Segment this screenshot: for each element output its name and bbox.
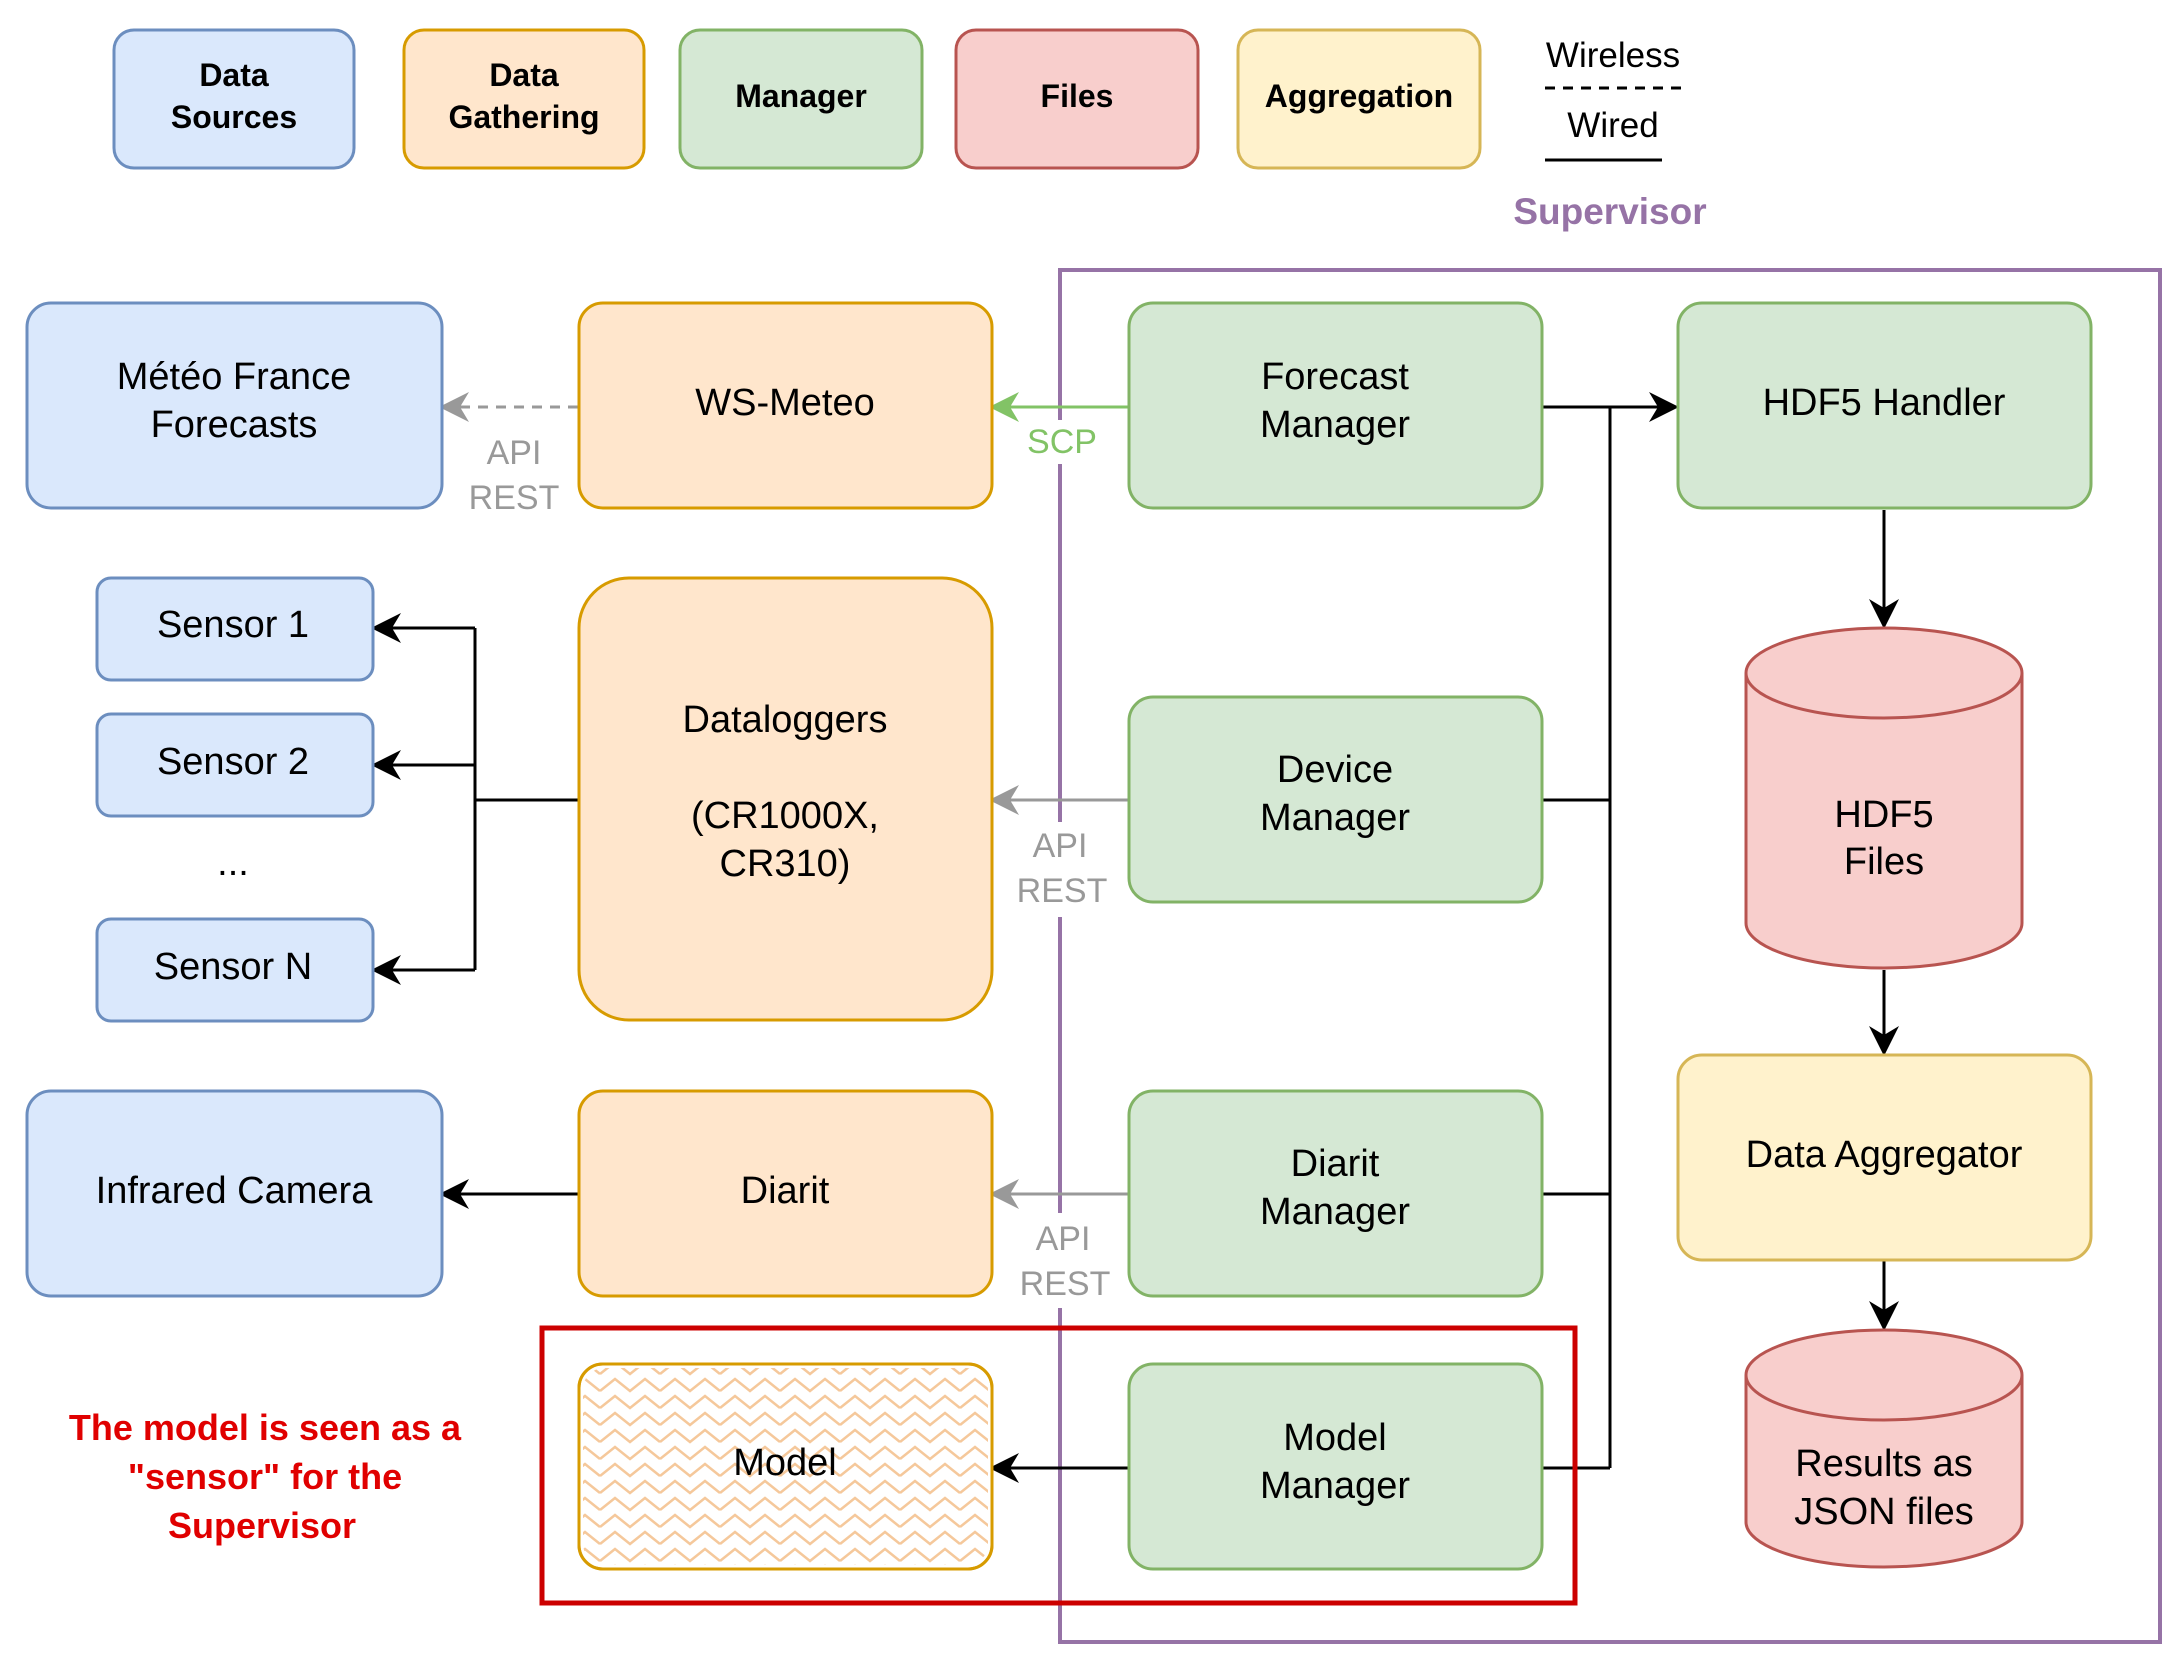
- device-manager-line2: Manager: [1260, 797, 1410, 839]
- note-line2: "sensor" for the: [128, 1456, 402, 1497]
- node-sensor-2: Sensor 2: [95, 712, 375, 818]
- node-forecast-manager: Forecast Manager: [1127, 301, 1544, 510]
- legend-data-gathering-line2: Gathering: [448, 99, 599, 135]
- forecast-manager-line2: Manager: [1260, 404, 1410, 446]
- sensor-ellipsis: ...: [217, 842, 249, 884]
- legend-manager-label: Manager: [735, 78, 867, 114]
- node-model-manager: Model Manager: [1127, 1362, 1544, 1571]
- edge-managers-bus: [1542, 405, 1612, 1470]
- legend-manager: Manager: [678, 28, 924, 170]
- legend-wireless-label: Wireless: [1546, 36, 1680, 75]
- node-diarit: Diarit: [577, 1089, 994, 1298]
- node-diarit-manager: Diarit Manager: [1127, 1089, 1544, 1298]
- label-api-rest-3-line2: REST: [1020, 1265, 1111, 1303]
- node-model: Model: [577, 1362, 994, 1571]
- legend: Data Sources Data Gathering Manager File…: [112, 28, 1682, 170]
- legend-aggregation-label: Aggregation: [1265, 78, 1453, 114]
- model-sensor-note: The model is seen as a "sensor" for the …: [69, 1407, 462, 1546]
- meteo-line1: Météo France: [117, 356, 351, 398]
- legend-data-gathering-line1: Data: [489, 57, 559, 93]
- model-highlight-frame: [539, 1325, 1578, 1606]
- node-device-manager: Device Manager: [1127, 695, 1544, 904]
- label-scp: SCP: [1027, 423, 1097, 461]
- dataloggers-line3: (CR1000X,: [691, 795, 879, 837]
- dataloggers-line4: CR310): [720, 843, 851, 885]
- node-ws-meteo: WS-Meteo: [577, 301, 994, 510]
- device-manager-line1: Device: [1277, 749, 1393, 791]
- supervisor-frame: [1058, 268, 2162, 1644]
- legend-files-label: Files: [1041, 78, 1114, 114]
- meteo-line2: Forecasts: [151, 404, 318, 446]
- note-line1: The model is seen as a: [69, 1407, 462, 1448]
- label-api-rest-1-line1: API: [487, 434, 542, 472]
- label-api-rest-2-line2: REST: [1017, 872, 1108, 910]
- legend-data-gathering: Data Gathering: [402, 28, 646, 170]
- sensor1-label: Sensor 1: [157, 604, 309, 646]
- model-manager-line1: Model: [1283, 1417, 1387, 1459]
- hdf5-files-line1: HDF5: [1834, 794, 1933, 836]
- legend-data-sources-line1: Data: [199, 57, 269, 93]
- edge-dataloggers-tree: [473, 628, 578, 970]
- legend-wired-label: Wired: [1567, 106, 1658, 145]
- diarit-label: Diarit: [741, 1170, 830, 1212]
- node-sensor-1: Sensor 1: [95, 576, 375, 682]
- node-results-json: Results as JSON files: [1744, 1328, 2024, 1569]
- results-line1: Results as: [1795, 1443, 1972, 1485]
- forecast-manager-line1: Forecast: [1261, 356, 1409, 398]
- model-manager-line2: Manager: [1260, 1465, 1410, 1507]
- label-api-rest-2-line1: API: [1033, 827, 1088, 865]
- camera-label: Infrared Camera: [96, 1170, 374, 1212]
- node-meteo-france-forecasts: Météo France Forecasts: [25, 301, 444, 510]
- data-aggregator-label: Data Aggregator: [1746, 1134, 2023, 1176]
- results-line2: JSON files: [1794, 1491, 1973, 1533]
- edges: [371, 392, 1899, 1483]
- node-hdf5-files: HDF5 Files: [1744, 626, 2024, 970]
- legend-files: Files: [954, 28, 1200, 170]
- sensorN-label: Sensor N: [154, 946, 312, 988]
- model-label: Model: [733, 1442, 837, 1484]
- hdf5-handler-label: HDF5 Handler: [1763, 382, 2006, 424]
- sensor2-label: Sensor 2: [157, 741, 309, 783]
- legend-aggregation: Aggregation: [1236, 28, 1482, 170]
- label-api-rest-1-line2: REST: [469, 479, 560, 517]
- legend-data-sources-line2: Sources: [171, 99, 297, 135]
- dataloggers-line1: Dataloggers: [683, 699, 888, 741]
- supervisor-label: Supervisor: [1513, 191, 1706, 232]
- diarit-manager-line2: Manager: [1260, 1191, 1410, 1233]
- node-dataloggers: Dataloggers (CR1000X, CR310): [577, 576, 994, 1022]
- node-data-aggregator: Data Aggregator: [1676, 1053, 2093, 1262]
- diarit-manager-line1: Diarit: [1291, 1143, 1380, 1185]
- hdf5-files-line2: Files: [1844, 841, 1924, 883]
- node-sensor-n: Sensor N: [95, 917, 375, 1023]
- node-hdf5-handler: HDF5 Handler: [1676, 301, 2093, 510]
- note-line3: Supervisor: [168, 1505, 356, 1546]
- legend-data-sources: Data Sources: [112, 28, 356, 170]
- node-infrared-camera: Infrared Camera: [25, 1089, 444, 1298]
- label-api-rest-3-line1: API: [1036, 1220, 1091, 1258]
- ws-meteo-label: WS-Meteo: [695, 382, 874, 424]
